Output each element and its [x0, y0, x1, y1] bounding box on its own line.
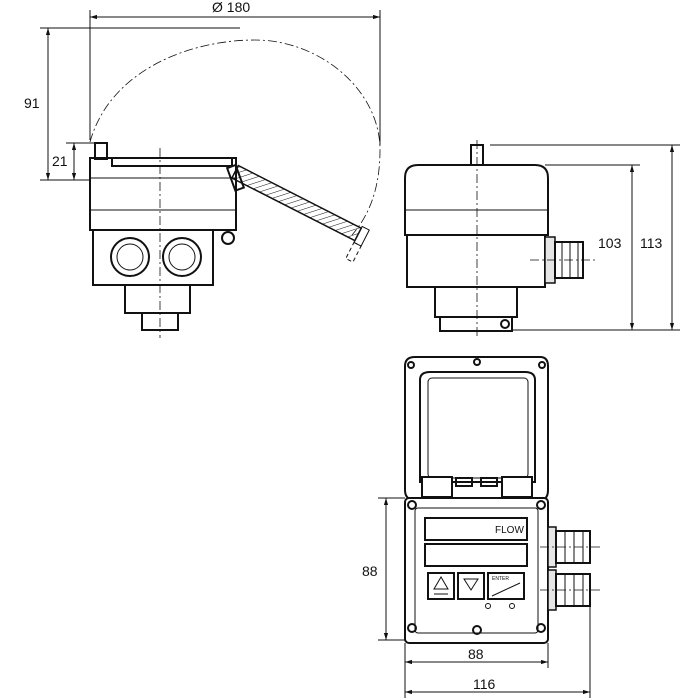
cable-gland-right: [162, 237, 202, 277]
lid-screw-tr-icon: [538, 361, 546, 369]
side-housing-lid: [404, 164, 549, 236]
dim-113-label: 113: [640, 235, 663, 251]
display-flow-label: FLOW: [495, 525, 524, 536]
led-left: [485, 603, 491, 609]
lid-hinge: [225, 163, 246, 192]
view-front: FLOW ENTER: [362, 356, 602, 698]
front-lid-window: [419, 371, 536, 483]
key-down-button[interactable]: [457, 572, 485, 600]
display-line-2: [424, 543, 528, 567]
side-mount-neck: [434, 286, 518, 318]
dim-116-label: 116: [473, 676, 496, 692]
mount-neck: [124, 284, 191, 314]
cable-gland-left: [110, 237, 150, 277]
housing-top-rim: [111, 157, 233, 167]
up-arrow-icon: [433, 576, 449, 590]
dim-21-label: 21: [52, 153, 68, 169]
body-screw-tr-icon: [536, 500, 546, 510]
dim-88-vertical-label: 88: [362, 563, 378, 579]
view-open-lid: Ø 180 91 21: [24, 0, 381, 338]
enter-arrow-icon: [491, 582, 521, 597]
dim-diameter-label: Ø 180: [212, 0, 250, 15]
display-line-1: [424, 517, 528, 541]
side-housing-body: [406, 234, 546, 288]
body-screw-tl-icon: [407, 500, 417, 510]
dim-91-label: 91: [24, 95, 40, 111]
side-mount-base: [439, 316, 513, 332]
lid-screw-tl-icon: [407, 361, 415, 369]
lid-open: [230, 164, 370, 263]
housing-upper: [89, 157, 237, 231]
dim-88-horizontal-label: 88: [468, 646, 484, 662]
enter-label: ENTER: [492, 576, 509, 582]
key-up-button[interactable]: [427, 572, 455, 600]
screw-icon: [221, 231, 235, 245]
down-arrow-icon: [463, 578, 479, 591]
front-gland-lower: [540, 569, 602, 611]
led-right: [509, 603, 515, 609]
front-gland-upper: [540, 526, 602, 568]
key-enter-button[interactable]: [487, 572, 525, 600]
body-screw-bl-icon: [407, 623, 417, 633]
view-side: 103 113: [404, 140, 680, 338]
body-screw-br-icon: [536, 623, 546, 633]
lid-hinge-left: [421, 476, 453, 498]
hinge-stub: [94, 142, 108, 160]
lid-swing-arc: [89, 39, 381, 236]
body-screw-bc-icon: [472, 625, 482, 635]
lid-hinge-right: [501, 476, 533, 498]
lid-screw-tc-icon: [473, 358, 481, 366]
dim-103-label: 103: [598, 235, 622, 251]
housing-lower: [92, 229, 214, 286]
